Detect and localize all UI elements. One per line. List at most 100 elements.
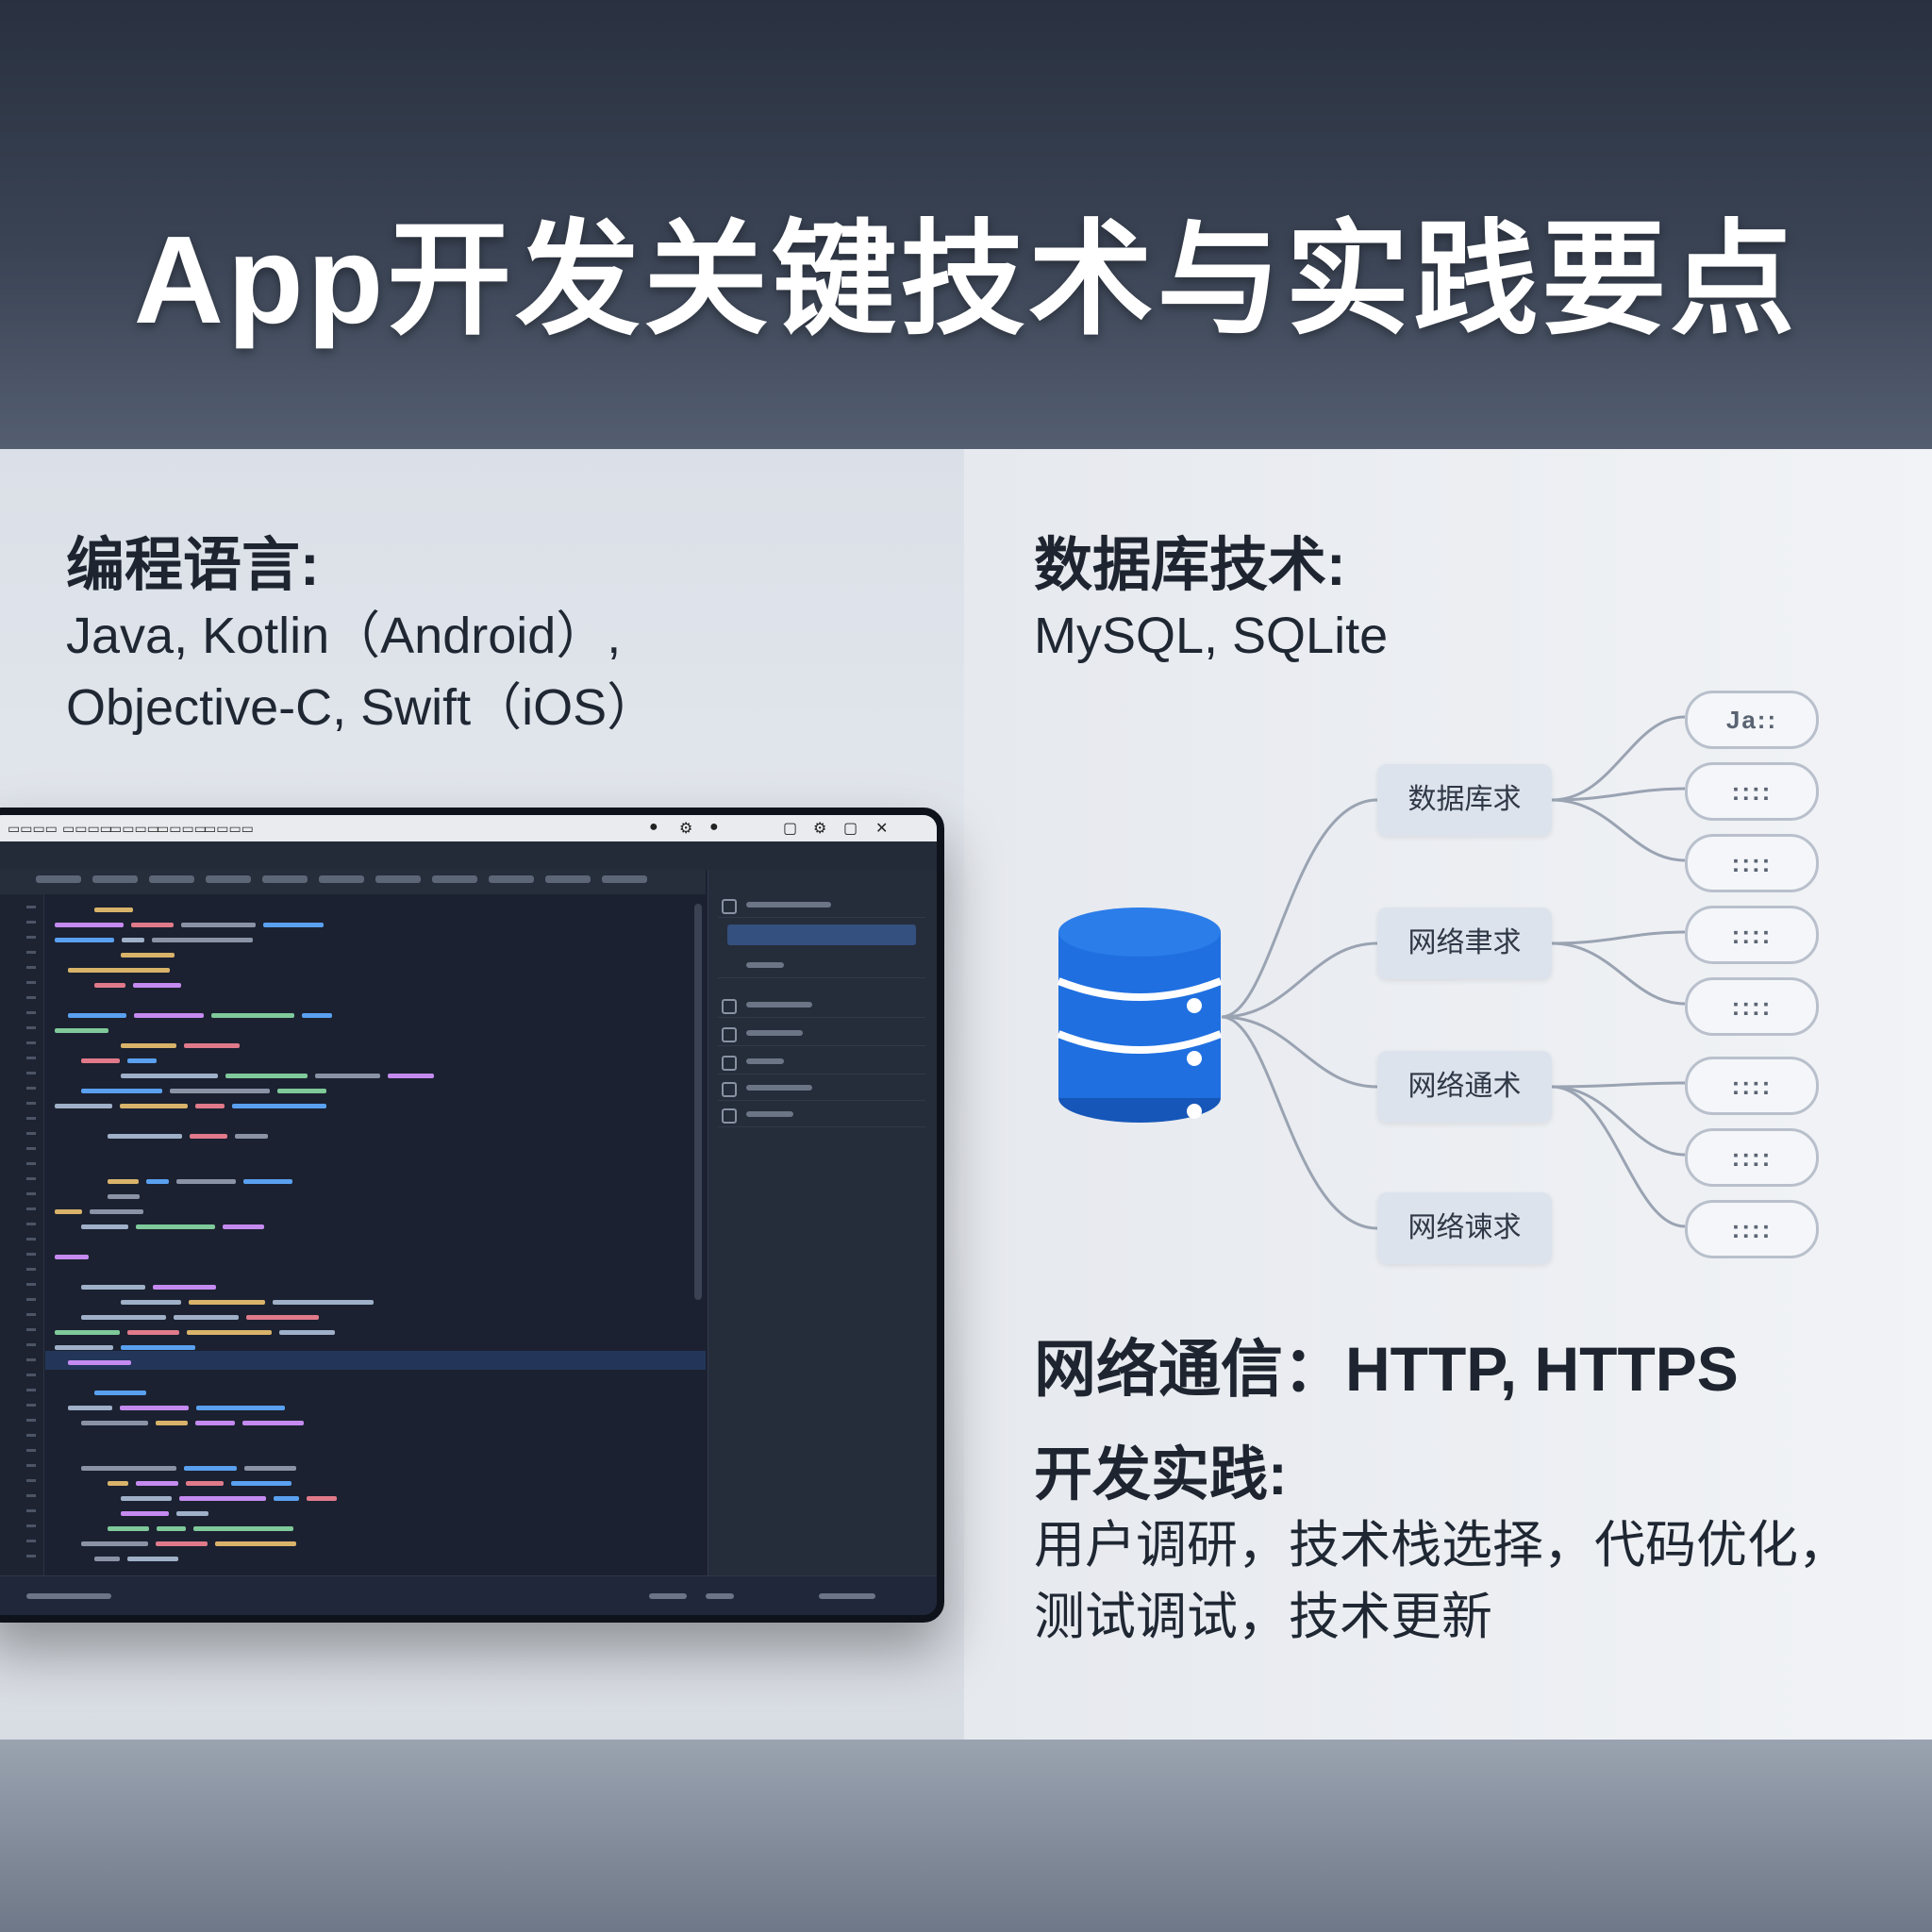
line-number xyxy=(26,1253,36,1256)
line-number xyxy=(26,1464,36,1467)
code-token xyxy=(127,1557,178,1561)
code-token xyxy=(68,1013,126,1018)
tab[interactable] xyxy=(92,875,138,883)
tab[interactable] xyxy=(262,875,308,883)
line-number xyxy=(26,1162,36,1165)
connector-line xyxy=(1221,1015,1378,1230)
window-icon[interactable]: ▢ xyxy=(783,821,798,837)
connector-line xyxy=(1221,1015,1378,1089)
line-number xyxy=(26,1132,36,1135)
side-panel-item[interactable] xyxy=(718,1075,925,1101)
tab[interactable] xyxy=(432,875,477,883)
code-token xyxy=(179,1496,266,1501)
tab[interactable] xyxy=(206,875,251,883)
side-panel-item[interactable] xyxy=(718,1049,925,1074)
code-token xyxy=(81,1285,145,1290)
diagram-node: 数据库求 xyxy=(1377,764,1552,836)
code-token xyxy=(108,1526,149,1531)
ide-titlebar xyxy=(0,841,937,870)
code-token xyxy=(55,1255,89,1259)
record-icon[interactable]: ● xyxy=(709,819,719,835)
connector-line xyxy=(1551,798,1686,862)
diagram-connectors xyxy=(1221,715,1686,1230)
line-number xyxy=(26,1509,36,1512)
side-panel-item[interactable] xyxy=(718,1102,925,1127)
side-panel-dropdown[interactable] xyxy=(718,953,925,978)
settings-icon[interactable]: ⚙ xyxy=(679,821,693,837)
diagram-leaf: :::: xyxy=(1685,1128,1819,1187)
diagram-leaf: :::: xyxy=(1685,762,1819,821)
tab[interactable] xyxy=(545,875,591,883)
practice-heading: 开发实践: xyxy=(1034,1442,1288,1507)
line-number xyxy=(26,1223,36,1225)
code-token xyxy=(121,1043,176,1048)
line-number xyxy=(26,951,36,954)
line-number xyxy=(26,1313,36,1316)
code-token xyxy=(121,953,175,958)
tab[interactable] xyxy=(375,875,421,883)
line-number xyxy=(26,1358,36,1361)
menu-item[interactable]: ▭▭▭▭ xyxy=(157,821,207,836)
line-number xyxy=(26,1298,36,1301)
code-token xyxy=(232,1104,326,1108)
line-number xyxy=(26,1283,36,1286)
file-icon xyxy=(722,1027,737,1042)
diagram-leaf: :::: xyxy=(1685,1057,1819,1115)
code-token xyxy=(153,1285,216,1290)
practice-line-2: 测试调试，技术更新 xyxy=(1034,1589,1492,1645)
page-title: App开发关键技术与实践要点 xyxy=(133,210,1799,349)
side-panel-item[interactable] xyxy=(718,992,925,1018)
code-token xyxy=(302,1013,332,1018)
maximize-icon[interactable]: ▢ xyxy=(843,821,858,837)
database-heading: 数据库技术: xyxy=(1034,533,1346,598)
tab[interactable] xyxy=(602,875,647,883)
code-token xyxy=(55,1345,113,1350)
menu-item[interactable]: ▭▭▭▭ xyxy=(62,821,112,836)
tab[interactable] xyxy=(319,875,364,883)
code-token xyxy=(136,1481,178,1486)
code-token xyxy=(127,1058,157,1063)
side-panel-item[interactable] xyxy=(718,892,925,918)
menu-item[interactable]: ▭▭▭▭ xyxy=(204,821,254,836)
code-token xyxy=(120,1406,189,1410)
line-number xyxy=(26,1087,36,1090)
tab[interactable] xyxy=(489,875,534,883)
code-token xyxy=(242,1421,304,1425)
line-number xyxy=(26,1072,36,1074)
code-token xyxy=(181,923,256,927)
code-token xyxy=(315,1074,380,1078)
editor-scrollbar[interactable] xyxy=(694,904,702,1300)
gear-icon[interactable]: ⚙ xyxy=(813,821,827,837)
code-token xyxy=(81,1466,176,1471)
line-number-gutter xyxy=(0,894,44,1575)
connector-line xyxy=(1551,787,1686,802)
side-panel-item[interactable] xyxy=(718,1021,925,1046)
programming-language-line-1: Java, Kotlin（Android）, xyxy=(66,608,622,664)
line-number xyxy=(26,1057,36,1059)
tab[interactable] xyxy=(149,875,194,883)
tab[interactable] xyxy=(36,875,81,883)
ide-statusbar xyxy=(0,1575,937,1615)
account-icon[interactable]: ● xyxy=(649,819,658,835)
menu-item[interactable]: ▭▭▭▭ xyxy=(8,821,58,836)
technology-diagram: 数据库求 网络聿求 网络通术 网络谏求 Ja:: :::: :::: :::: … xyxy=(1009,679,1915,1283)
line-number xyxy=(26,1419,36,1422)
connector-line xyxy=(1221,941,1378,1019)
code-token xyxy=(55,1330,120,1335)
menu-item[interactable]: ▭▭▭▭ xyxy=(109,821,159,836)
file-icon xyxy=(722,999,737,1014)
code-editor[interactable] xyxy=(45,894,706,1575)
code-token xyxy=(81,1421,148,1425)
file-icon xyxy=(722,1108,737,1124)
connector-line xyxy=(1551,715,1686,802)
file-icon xyxy=(722,1056,737,1071)
side-panel-selected-item[interactable] xyxy=(727,924,916,945)
current-line-highlight xyxy=(45,1351,706,1370)
line-number xyxy=(26,1389,36,1391)
code-token xyxy=(94,1391,146,1395)
diagram-leaf: :::: xyxy=(1685,977,1819,1036)
close-icon[interactable]: ✕ xyxy=(875,821,889,837)
code-token xyxy=(225,1074,308,1078)
code-token xyxy=(94,908,133,912)
code-token xyxy=(156,1541,208,1546)
